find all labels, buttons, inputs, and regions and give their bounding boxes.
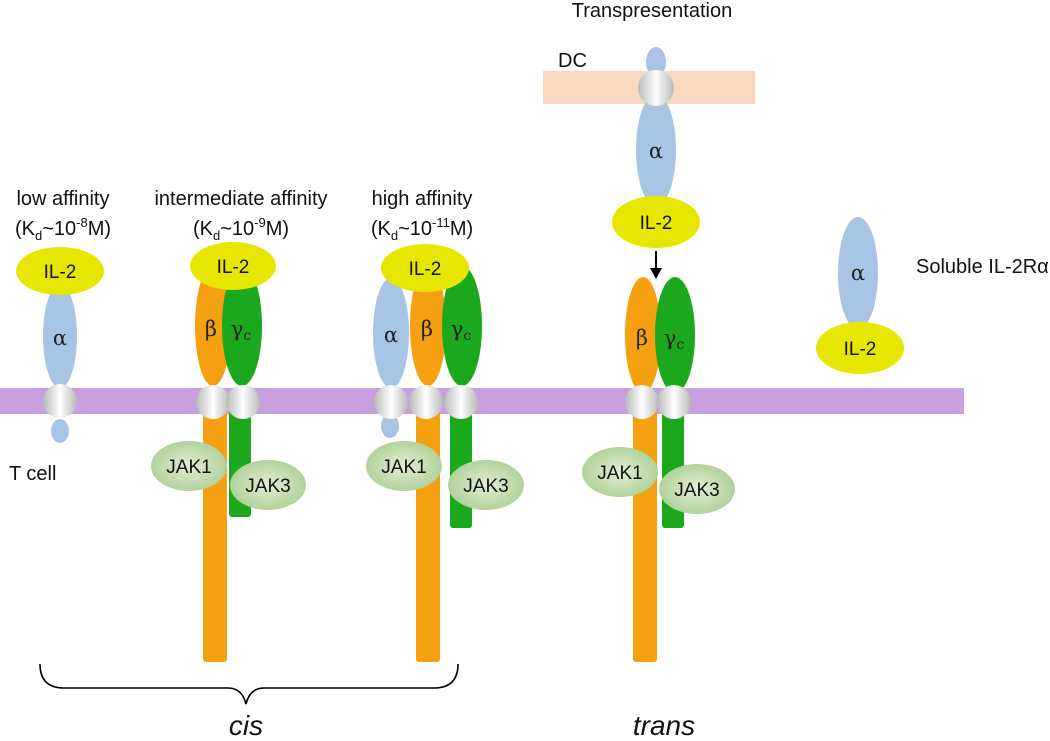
cis-label: cis bbox=[229, 710, 263, 741]
intermediate-affinity-label: intermediate affinity bbox=[154, 188, 327, 210]
presentation-arrowhead bbox=[650, 268, 662, 279]
low-affinity-kd: (Kd~10-8M) bbox=[15, 215, 111, 243]
gamma-chain bbox=[222, 266, 262, 386]
soluble-il2ra-label: Soluble IL-2Rα bbox=[916, 256, 1049, 278]
high-affinity-label: high affinity bbox=[372, 188, 473, 210]
beta-transmembrane bbox=[196, 385, 230, 419]
alpha-intracellular-tail bbox=[381, 414, 399, 438]
low-affinity-label: low affinity bbox=[16, 188, 109, 210]
jak1 bbox=[582, 447, 658, 497]
gamma-label: γc bbox=[451, 317, 472, 344]
beta-chain bbox=[410, 266, 446, 386]
gamma-transmembrane bbox=[226, 385, 260, 419]
alpha-chain bbox=[373, 278, 409, 388]
beta-label: β bbox=[636, 326, 648, 350]
il2-label: IL-2 bbox=[844, 339, 877, 360]
jak1-label: JAK1 bbox=[597, 463, 642, 484]
jak3 bbox=[659, 464, 735, 514]
beta-transmembrane bbox=[625, 385, 659, 419]
jak1-label: JAK1 bbox=[381, 457, 426, 478]
dc-label: DC bbox=[558, 50, 587, 72]
t-cell-label: T cell bbox=[9, 463, 56, 485]
transpresentation-title: Transpresentation bbox=[572, 0, 732, 22]
dc-alpha-chain bbox=[636, 94, 676, 206]
gamma-transmembrane bbox=[657, 385, 691, 419]
transpresentation-complex: α IL-2 β γc JAK1 JAK3 bbox=[582, 47, 735, 662]
gamma-transmembrane bbox=[444, 385, 478, 419]
il2-ligand bbox=[16, 247, 104, 295]
il2-ligand bbox=[816, 322, 904, 374]
il2-ligand bbox=[190, 242, 276, 290]
t-cell-membrane bbox=[0, 388, 964, 414]
alpha-transmembrane bbox=[43, 384, 77, 418]
jak3 bbox=[448, 460, 524, 510]
gamma-label: γc bbox=[231, 317, 252, 344]
il2-label: IL-2 bbox=[640, 213, 673, 234]
beta-transmembrane bbox=[409, 385, 443, 419]
alpha-label: α bbox=[851, 261, 865, 285]
il2-label: IL-2 bbox=[44, 262, 77, 283]
alpha-label: α bbox=[53, 326, 67, 350]
gamma-chain bbox=[442, 266, 482, 386]
beta-cytoplasmic-tail bbox=[633, 405, 657, 662]
dc-alpha-extracellular-tail bbox=[646, 47, 666, 77]
jak3-label: JAK3 bbox=[245, 476, 290, 497]
beta-label: β bbox=[205, 317, 217, 341]
beta-chain bbox=[625, 277, 661, 393]
jak3-label: JAK3 bbox=[463, 476, 508, 497]
gamma-chain bbox=[655, 277, 695, 393]
gamma-label: γc bbox=[664, 326, 685, 353]
trans-label: trans bbox=[633, 710, 695, 741]
jak1 bbox=[151, 441, 227, 491]
il2-label: IL-2 bbox=[409, 259, 442, 280]
il2-label: IL-2 bbox=[217, 257, 250, 278]
soluble-il2ra: α IL-2 bbox=[816, 217, 904, 374]
dc-alpha-transmembrane bbox=[638, 70, 674, 106]
soluble-alpha-chain bbox=[838, 217, 878, 329]
alpha-intracellular-tail bbox=[51, 419, 69, 443]
il2-ligand bbox=[612, 196, 700, 248]
intermediate-affinity-receptor: β γc IL-2 JAK1 JAK3 bbox=[151, 242, 306, 662]
beta-chain bbox=[195, 266, 231, 386]
beta-label: β bbox=[421, 317, 433, 341]
alpha-label: α bbox=[649, 139, 663, 163]
low-affinity-receptor: α IL-2 bbox=[16, 247, 104, 443]
alpha-transmembrane bbox=[374, 385, 408, 419]
high-affinity-kd: (Kd~10-11M) bbox=[371, 215, 473, 243]
alpha-chain bbox=[43, 284, 77, 388]
intermediate-affinity-kd: (Kd~10-9M) bbox=[193, 215, 289, 243]
jak1-label: JAK1 bbox=[166, 457, 211, 478]
jak1 bbox=[366, 441, 442, 491]
alpha-label: α bbox=[384, 323, 398, 347]
high-affinity-receptor: α β γc IL-2 JAK1 JAK3 bbox=[366, 244, 524, 662]
cis-brace bbox=[39, 663, 459, 705]
jak3-label: JAK3 bbox=[674, 480, 719, 501]
beta-cytoplasmic-tail bbox=[203, 405, 227, 662]
jak3 bbox=[230, 460, 306, 510]
il2-ligand bbox=[381, 244, 469, 292]
